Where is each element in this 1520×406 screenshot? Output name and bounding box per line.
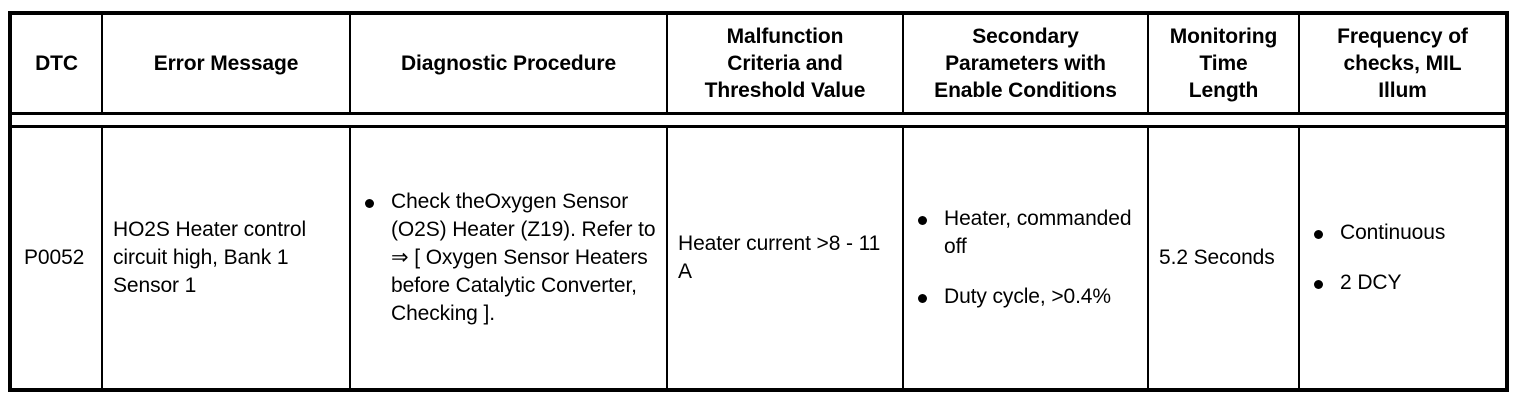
cell-diagnostic-procedure: Check theOxygen Sensor (O2S) Heater (Z19… [349, 128, 668, 390]
list-item: Check theOxygen Sensor (O2S) Heater (Z19… [361, 188, 656, 328]
frequency-of-checks-list: Continuous 2 DCY [1310, 219, 1495, 297]
dtc-diagnostics-table: DTC Error Message Diagnostic Procedure M… [8, 11, 1509, 392]
header-line: Enable Conditions [934, 79, 1117, 103]
list-item: Heater, commanded off [914, 205, 1137, 261]
header-line: checks, MIL [1343, 51, 1462, 75]
header-line: Monitoring [1169, 24, 1278, 48]
cell-dtc: P0052 [10, 128, 103, 390]
list-item: Continuous [1310, 219, 1495, 247]
cell-monitoring-time-length: 5.2 Seconds [1147, 128, 1300, 390]
double-rule-cell [10, 112, 1507, 128]
cell-error-message: HO2S Heater control circuit high, Bank 1… [101, 128, 351, 390]
dtc-code: P0052 [24, 246, 85, 270]
header-line: Time [1199, 51, 1248, 75]
column-header-error-message: Error Message [101, 13, 351, 112]
list-item: 2 DCY [1310, 269, 1495, 297]
header-line: Error Message [153, 51, 299, 75]
secondary-parameters-list: Heater, commanded off Duty cycle, >0.4% [914, 205, 1137, 311]
header-line: Parameters with [945, 51, 1106, 75]
header-line: Malfunction [726, 24, 844, 48]
header-line: Illum [1378, 79, 1427, 103]
frequency-text: 2 DCY [1340, 271, 1402, 294]
table-body: P0052 HO2S Heater control circuit high, … [10, 112, 1507, 390]
diagnostic-procedure-list: Check theOxygen Sensor (O2S) Heater (Z19… [361, 188, 656, 328]
table-header: DTC Error Message Diagnostic Procedure M… [10, 13, 1507, 112]
malfunction-criteria-text: Heater current >8 - 11 A [678, 232, 881, 283]
error-message-text: HO2S Heater control circuit high, Bank 1… [113, 218, 307, 297]
column-header-secondary-parameters: Secondary Parameters with Enable Conditi… [902, 13, 1149, 112]
header-line: Frequency of [1337, 24, 1468, 48]
list-item: Duty cycle, >0.4% [914, 283, 1137, 311]
header-line: Threshold Value [704, 79, 866, 103]
column-header-diagnostic-procedure: Diagnostic Procedure [349, 13, 668, 112]
header-line: DTC [35, 51, 78, 75]
table-row: P0052 HO2S Heater control circuit high, … [10, 128, 1507, 390]
column-header-frequency-of-checks: Frequency of checks, MIL Illum [1298, 13, 1507, 112]
header-body-double-rule [10, 112, 1507, 128]
diagnostic-step-text: Check theOxygen Sensor (O2S) Heater (Z19… [391, 190, 656, 325]
double-rule [12, 112, 1505, 128]
header-row: DTC Error Message Diagnostic Procedure M… [10, 13, 1507, 112]
secondary-parameter-text: Duty cycle, >0.4% [944, 284, 1111, 308]
cell-malfunction-criteria: Heater current >8 - 11 A [666, 128, 904, 390]
frequency-text: Continuous [1340, 221, 1446, 245]
cell-frequency-of-checks: Continuous 2 DCY [1298, 128, 1507, 390]
header-line: Criteria and [727, 51, 843, 75]
monitoring-time-text: 5.2 Seconds [1159, 246, 1275, 270]
column-header-dtc: DTC [10, 13, 103, 112]
column-header-monitoring-time-length: Monitoring Time Length [1147, 13, 1300, 112]
header-line: Length [1188, 79, 1259, 103]
cell-secondary-parameters: Heater, commanded off Duty cycle, >0.4% [902, 128, 1149, 390]
column-header-malfunction-criteria: Malfunction Criteria and Threshold Value [666, 13, 904, 112]
header-line: Secondary [972, 24, 1079, 48]
secondary-parameter-text: Heater, commanded off [944, 207, 1132, 259]
header-line: Diagnostic Procedure [400, 51, 617, 75]
